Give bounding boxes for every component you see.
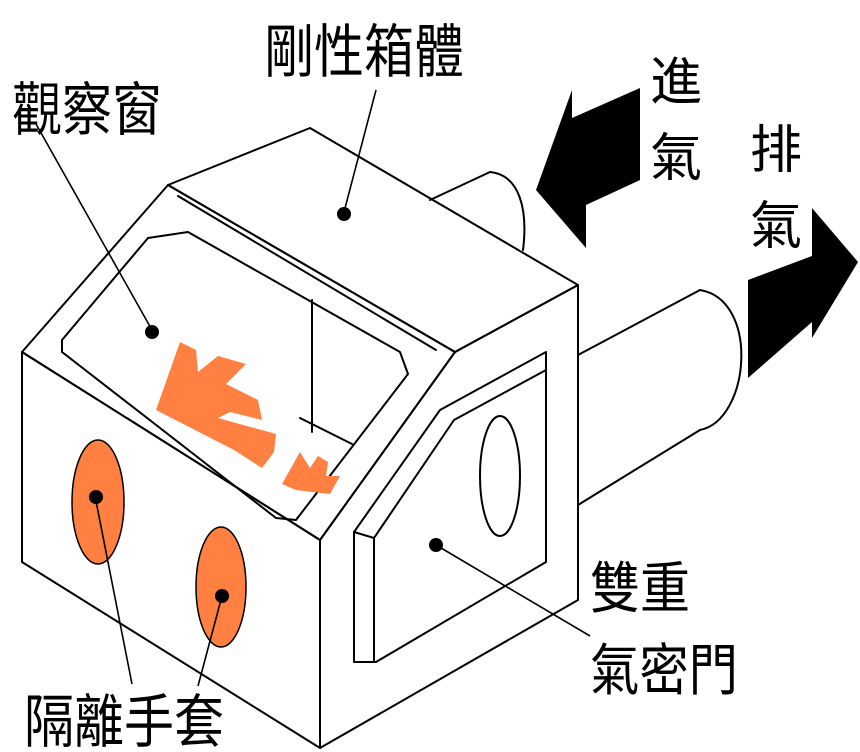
- observation-window: [61, 231, 409, 521]
- label-isolation-gloves: 隔離手套: [24, 688, 224, 752]
- inner-gloves: [156, 342, 340, 494]
- anchor-dots: [89, 207, 443, 603]
- exhaust-pipe: [577, 289, 743, 506]
- label-gas-inlet-1: 進: [650, 53, 702, 113]
- label-double-door-1: 雙重: [590, 557, 690, 622]
- exhaust-arrow-icon: [748, 208, 858, 378]
- rigid-box: [21, 127, 579, 749]
- inlet-arrow-icon: [536, 88, 640, 248]
- double-airtight-door: [353, 351, 547, 663]
- leader-lines: [35, 89, 591, 687]
- label-gas-inlet-2: 氣: [650, 129, 702, 189]
- label-gas-exhaust-2: 氣: [750, 197, 802, 257]
- inlet-pipe: [429, 171, 526, 251]
- label-rigid-box: 剛性箱體: [264, 18, 464, 86]
- label-observation-window: 觀察窗: [12, 76, 162, 144]
- glove-hand-left: [156, 342, 276, 468]
- label-gas-exhaust-1: 排: [750, 121, 802, 181]
- glove-port-right: [195, 526, 247, 648]
- glove-hand-right: [282, 452, 340, 494]
- label-double-door-2: 氣密門: [590, 639, 738, 704]
